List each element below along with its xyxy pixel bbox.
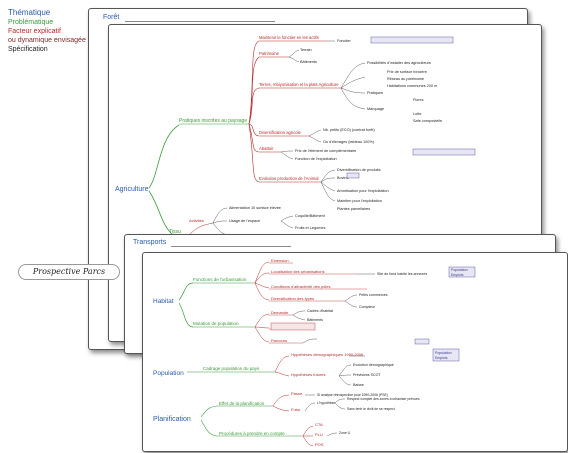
agri-root: Agriculture [115,186,149,193]
habitat-detail-2: Compteur [359,305,376,309]
agri-highlight-box-2 [412,148,476,156]
agri-top-3: Diversification agricole [259,130,302,135]
sheet-transports-title-line [171,246,291,247]
planification-a-1: Futur [291,407,301,412]
agri-right-3: Possibilités d'installer des agriculteur… [367,61,431,65]
population-item-0: Hypothèses démographiques 1990-2006 [291,352,364,357]
population-tag-0: Population [435,351,452,355]
habitat-detail-3: Cadres d'habitat [307,309,333,313]
habitat-branch-b: Mutation de population [193,321,239,326]
agri-highlight-box-1 [370,36,454,44]
habitat-a-0: Extension [271,258,289,263]
habitat-tag-1: Population [451,268,468,272]
agri-right-19: Maintien pour l'exploitation [337,199,382,203]
agri-right-10: Lutte [413,112,421,116]
habitat-detail-1: Petits commerces [359,293,388,297]
agri-right-2: Bâtiments [300,60,317,64]
agri-right-15: Fonction de l'exploitation [295,157,337,161]
agri-top-4: Abattoir [259,146,274,151]
legend-facteur-line2: ou dynamique envisagée [8,37,86,44]
population-root: Population [153,370,184,377]
agri-right-18: Amortisation pour l'exploitation [337,189,389,193]
planification-root: Planification [153,416,191,423]
agri-right-11: Safe compostelle [413,119,442,123]
planification-branch-b: Procédures à prendre en compte [219,431,285,436]
agri-right-9: Flores [413,98,424,102]
habitat-a-3: Diversification des types [271,296,314,301]
sheet-foret-title: Forêt [103,14,120,21]
agri-right-7: Pratiques [367,91,383,95]
sheet-foret-title-line [125,21,275,22]
planification-detail-b-0: Zone U [339,431,351,435]
agri-top-1: Patrimoine [259,51,280,56]
population-item-3: Prévisions SCOT [353,373,381,377]
habitat-tag-2: Emplois [451,273,464,277]
habitat-root: Habitat [153,298,174,305]
agri-bottom-0: Activités [189,218,204,223]
planification-detail-1: L'hypothèse [317,401,335,405]
agri-right-5: Réseau au patrimoine [387,77,424,81]
habitat-a-1: Localisation des urbanisations [271,269,325,274]
agri-highlight-box-3 [346,172,360,179]
planification-branch-a: Effet de la planification [219,401,265,406]
agri-right-16: Diversification de produits [337,168,381,172]
agri-bottom-2: Usage de l'espace [229,219,260,223]
habitat-a-2: Conditions d'attractivité des pôles [271,284,330,289]
population-tag-box [432,348,460,362]
agri-right-12: Nb. petits (ECO) (contrat forêt) [323,128,375,132]
habitat-detail-0: Site de fond habité les annexes [377,272,427,276]
planification-detail-0: Si analyse rétrospective pour 1990-2006 … [317,393,388,397]
planification-detail-3: Sans tenir le droit de se respect [347,407,395,411]
legend-thematique: Thématique [8,8,51,17]
population-item-4: Baisse [353,383,364,387]
agri-right-1: Terrain [300,48,312,52]
agri-branch-bottom: Tissu [169,229,181,235]
agriculture-mindmap: Agriculture Pratiques inscrites au paysa… [115,35,476,236]
sheet-transports-title: Transports [133,239,167,246]
habitat-b-0: Demande [271,310,289,315]
habitat-branch-a: Fonctions de l'urbanisation [193,277,247,282]
agri-top-2: Terres, mbiyonisation et la plats Agricu… [259,82,339,87]
agri-right-4: Prix de surface foncière [387,70,427,74]
legend-specification: Spécification [8,46,48,53]
population-item-1: Hypothèses futures [291,372,325,377]
habitat-mindmap: Habitat Fonctions de l'urbanisation Muta… [153,258,476,447]
habitat-highlight-box [270,322,316,331]
agri-right-0: Fonctier [337,39,351,43]
population-item-2: Evolution démographique [353,363,394,367]
agri-right-13: Ou d'élevages (tableau 100%) [323,140,375,144]
agri-bottom-1: Alimentation 10 surface élevée [229,206,281,210]
habitat-detail-4: Bâtiments [307,318,323,322]
sheet-habitat-population: Habitat Fonctions de l'urbanisation Muta… [142,252,568,452]
agri-right-6: Habitations communes 200 m [387,84,437,88]
agri-bottom-3: Coquille/Bâtiment [295,214,326,218]
planification-detail-2: Respect complet des zones à urbaniser pr… [347,397,420,401]
habitat-tag-box-1 [448,266,476,278]
planification-b-1: PLU [315,432,323,437]
legend-problematique: Problématique [8,19,54,26]
agri-top-5: Evolution production de l'Animal [259,176,319,181]
habitat-b-2: Parcours [271,338,287,343]
habitat-small-box [414,338,430,345]
agri-top-0: Maintenir le fonctier en les actifs [259,35,319,40]
agri-right-20: Plantes parcellaires [337,207,370,211]
agri-right-14: Prix de l'élément de complémentaire [295,149,356,153]
agri-branch-top: Pratiques inscrites au paysage [179,118,247,124]
agri-right-17: Bovins [337,176,348,180]
prospective-label: Prospective Parcs [18,264,120,280]
agri-bottom-4: Fruits et Légumes [295,226,325,230]
planification-b-0: CTA [315,422,323,427]
legend-facteur-line1: Facteur explicatif [8,28,61,35]
planification-b-2: POS [315,442,324,447]
planification-a-0: Passé [291,391,303,396]
population-branch: Cadrage population du pays [203,366,260,371]
population-tag-1: Emplois [435,356,448,360]
legend: Thématique Problématique Facteur explica… [8,8,86,54]
agri-right-8: Marquage [367,107,384,111]
